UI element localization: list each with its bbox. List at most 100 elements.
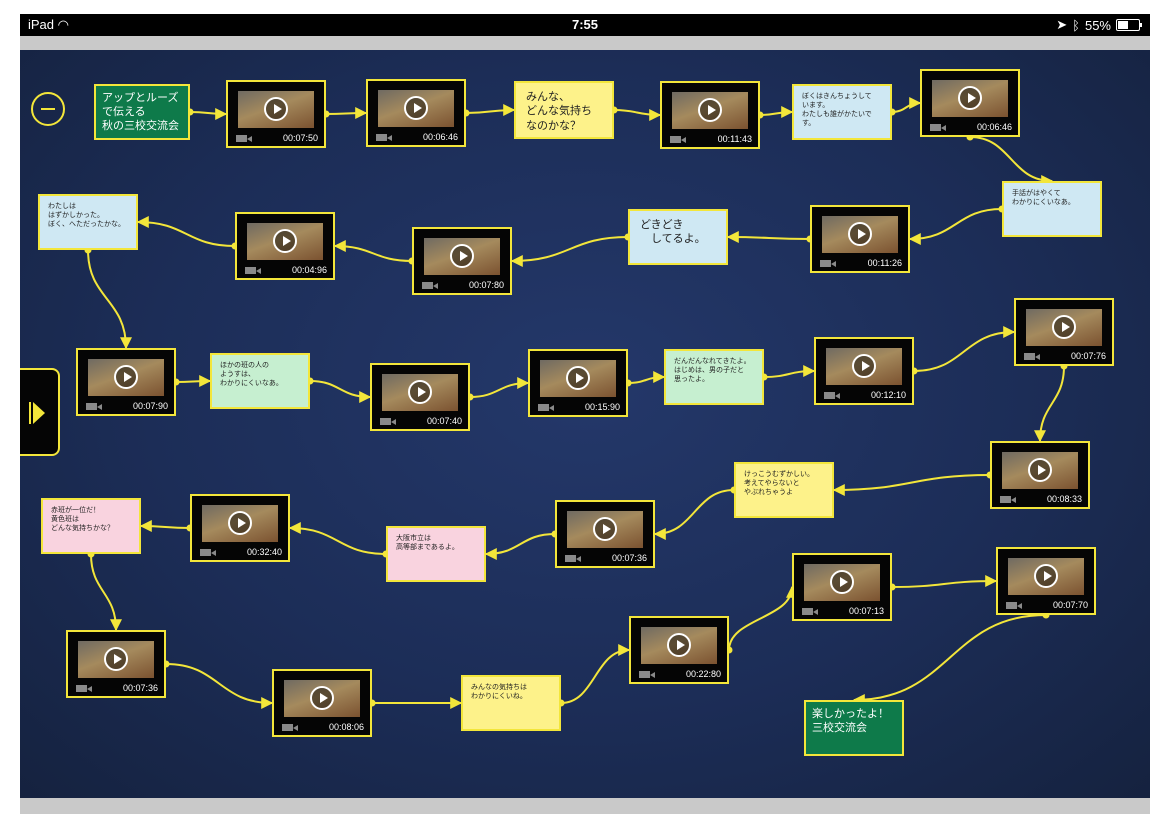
play-icon[interactable] bbox=[593, 516, 617, 541]
clip-duration: 00:06:46 bbox=[422, 132, 458, 142]
camera-icon bbox=[820, 260, 836, 267]
note-card[interactable]: 大阪市立は 高等部まであるよ。 bbox=[386, 526, 486, 582]
video-clip[interactable]: 00:11:26 bbox=[810, 205, 910, 273]
connector-arrow bbox=[469, 377, 530, 398]
note-card[interactable]: わたしは はずかしかった。 ぼく、へただったかな。 bbox=[38, 194, 138, 250]
note-text: だんだんなれてきたよ。 はじめは、男の子だと 思ったよ。 bbox=[674, 357, 751, 384]
clip-duration: 00:32:40 bbox=[246, 547, 282, 557]
note-card[interactable]: みんなの気持ちは わかりにくいね。 bbox=[461, 675, 561, 731]
side-panel-toggle[interactable] bbox=[20, 368, 60, 456]
play-icon[interactable] bbox=[310, 685, 334, 710]
note-card[interactable]: 赤班が一位だ！ 黄色班は どんな気持ちかな？ bbox=[41, 498, 141, 554]
clip-duration: 00:07:13 bbox=[848, 606, 884, 616]
connector-arrow bbox=[728, 585, 798, 651]
play-icon[interactable] bbox=[450, 243, 474, 268]
clip-duration: 00:07:70 bbox=[1052, 600, 1088, 610]
connector-arrow bbox=[139, 520, 191, 533]
connector-arrow bbox=[309, 380, 372, 403]
video-clip[interactable]: 00:32:40 bbox=[190, 494, 290, 562]
camera-icon bbox=[1000, 496, 1016, 503]
video-clip[interactable]: 00:15:90 bbox=[528, 349, 628, 417]
video-clip[interactable]: 00:07:13 bbox=[792, 553, 892, 621]
video-clip[interactable]: 00:07:70 bbox=[996, 547, 1096, 615]
camera-icon bbox=[282, 724, 298, 731]
play-icon[interactable] bbox=[408, 379, 432, 404]
play-icon[interactable] bbox=[848, 221, 872, 246]
play-icon[interactable] bbox=[830, 569, 854, 594]
play-icon[interactable] bbox=[698, 97, 722, 122]
video-clip[interactable]: 00:06:46 bbox=[920, 69, 1020, 137]
play-icon[interactable] bbox=[1028, 457, 1052, 482]
video-clip[interactable]: 00:07:90 bbox=[76, 348, 176, 416]
clip-duration: 00:07:76 bbox=[1070, 351, 1106, 361]
note-text: 手話がはやくて わかりにくいなあ。 bbox=[1012, 189, 1075, 207]
video-clip[interactable]: 00:12:10 bbox=[814, 337, 914, 405]
play-icon[interactable] bbox=[852, 353, 876, 378]
video-clip[interactable]: 00:08:06 bbox=[272, 669, 372, 737]
status-bar: iPad ◠ 7:55 ➤ ᛒ 55% bbox=[20, 14, 1150, 36]
video-clip[interactable]: 00:04:96 bbox=[235, 212, 335, 280]
connector-arrow bbox=[913, 326, 1016, 372]
connector-arrow bbox=[560, 644, 631, 704]
camera-icon bbox=[565, 555, 581, 562]
video-clip[interactable]: 00:07:50 bbox=[226, 80, 326, 148]
note-text: ぼくはきんちょうして います。 わたしも誰がかたいです。 bbox=[802, 92, 872, 128]
clip-duration: 00:22:80 bbox=[685, 669, 721, 679]
camera-icon bbox=[380, 418, 396, 425]
connector-arrow bbox=[484, 533, 556, 560]
connector-arrow bbox=[891, 97, 922, 113]
clip-duration: 00:07:80 bbox=[468, 280, 504, 290]
camera-icon bbox=[802, 608, 818, 615]
note-card[interactable]: だんだんなれてきたよ。 はじめは、男の子だと 思ったよ。 bbox=[664, 349, 764, 405]
play-icon[interactable] bbox=[228, 510, 252, 535]
clip-duration: 00:07:36 bbox=[611, 553, 647, 563]
note-card[interactable]: ぼくはきんちょうして います。 わたしも誰がかたいです。 bbox=[792, 84, 892, 140]
video-clip[interactable]: 00:07:40 bbox=[370, 363, 470, 431]
note-card[interactable]: ほかの班の人の ようすは、 わかりにくいなあ。 bbox=[210, 353, 310, 409]
camera-icon bbox=[1024, 353, 1040, 360]
video-clip[interactable]: 00:07:80 bbox=[412, 227, 512, 295]
note-card[interactable]: みんな、 どんな気持ち なのかな？ bbox=[514, 81, 614, 139]
video-clip[interactable]: 00:07:36 bbox=[555, 500, 655, 568]
connector-arrow bbox=[288, 522, 387, 555]
video-clip[interactable]: 00:11:43 bbox=[660, 81, 760, 149]
play-icon[interactable] bbox=[264, 96, 288, 121]
collapse-button[interactable] bbox=[31, 92, 65, 126]
video-clip[interactable]: 00:08:33 bbox=[990, 441, 1090, 509]
device-label: iPad ◠ bbox=[28, 17, 69, 32]
play-icon[interactable] bbox=[104, 646, 128, 671]
play-icon[interactable] bbox=[1052, 314, 1076, 339]
connector-arrow bbox=[653, 489, 735, 540]
connector-arrow bbox=[333, 240, 413, 262]
play-icon[interactable] bbox=[958, 85, 982, 110]
play-icon[interactable] bbox=[404, 95, 428, 120]
note-card[interactable]: けっこうむずかしい。 考えてやらないと やぶれちゃうよ bbox=[734, 462, 834, 518]
link-layer bbox=[84, 97, 1068, 709]
connector-arrow bbox=[969, 136, 1054, 187]
video-clip[interactable]: 00:22:80 bbox=[629, 616, 729, 684]
camera-icon bbox=[86, 403, 102, 410]
video-clip[interactable]: 00:07:76 bbox=[1014, 298, 1114, 366]
play-icon[interactable] bbox=[114, 364, 138, 389]
connector-arrow bbox=[908, 208, 1003, 245]
camera-icon bbox=[245, 267, 261, 274]
note-card[interactable]: どきどき してるよ。 bbox=[628, 209, 728, 265]
clip-duration: 00:11:43 bbox=[717, 134, 752, 144]
note-text: わたしは はずかしかった。 ぼく、へただったかな。 bbox=[48, 202, 125, 229]
app-toolbar bbox=[20, 36, 1150, 50]
connector-arrow bbox=[832, 474, 991, 496]
note-card[interactable]: アップとルーズ で伝える 秋の三校交流会 bbox=[94, 84, 190, 140]
video-clip[interactable]: 00:06:46 bbox=[366, 79, 466, 147]
video-clip[interactable]: 00:07:36 bbox=[66, 630, 166, 698]
note-text: 赤班が一位だ！ 黄色班は どんな気持ちかな？ bbox=[51, 506, 114, 533]
note-card[interactable]: 手話がはやくて わかりにくいなあ。 bbox=[1002, 181, 1102, 237]
camera-icon bbox=[200, 549, 216, 556]
connector-arrow bbox=[136, 216, 236, 247]
play-icon[interactable] bbox=[566, 365, 590, 390]
play-icon[interactable] bbox=[273, 228, 297, 253]
play-icon[interactable] bbox=[667, 632, 691, 657]
play-icon[interactable] bbox=[1034, 563, 1058, 588]
note-card[interactable]: 楽しかったよ！ 三校交流会 bbox=[804, 700, 904, 756]
connector-arrow bbox=[87, 249, 132, 350]
storyboard-canvas[interactable]: アップとルーズ で伝える 秋の三校交流会 00:07:50 00:06:46 みんな、… bbox=[20, 50, 1150, 798]
